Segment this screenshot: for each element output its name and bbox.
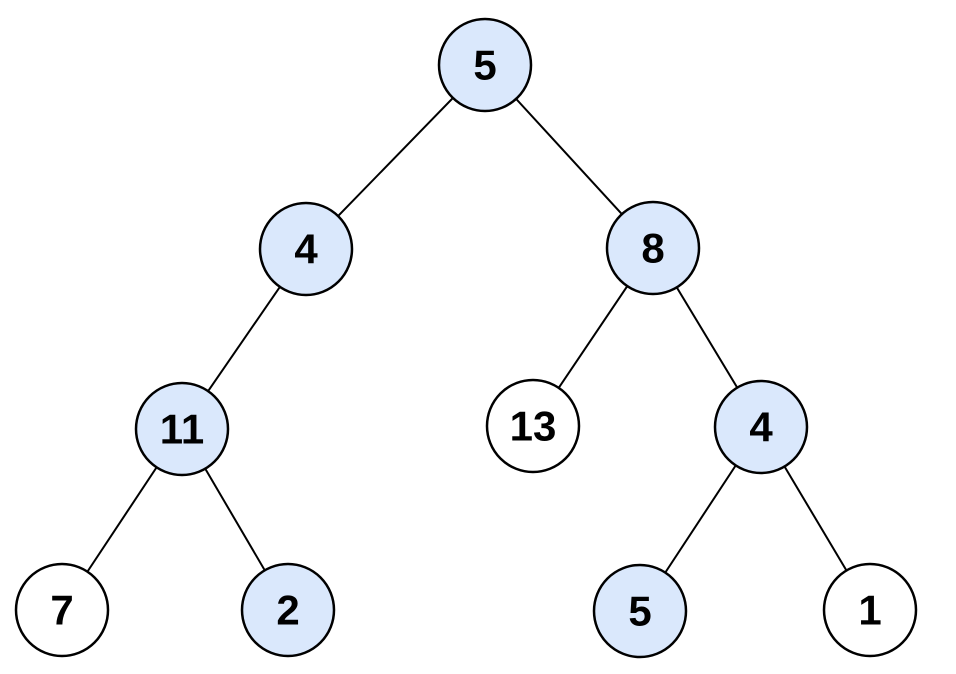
tree-node-label-llr: 2 (276, 587, 299, 634)
tree-node-label-r: 8 (641, 225, 664, 272)
tree-node-rr: 4 (713, 379, 809, 475)
tree-node-circle-l-highlighted (258, 201, 354, 297)
tree-node-circle-llr-highlighted (240, 562, 336, 658)
tree-node-circle-root-highlighted (437, 17, 533, 113)
tree-node-r: 8 (605, 200, 701, 296)
tree-node-label-rrl: 5 (628, 588, 651, 635)
tree-node-label-root: 5 (473, 42, 496, 89)
tree-node-circle-r-highlighted (605, 200, 701, 296)
tree-node-circle-ll-highlighted (134, 381, 230, 477)
tree-node-llr: 2 (240, 562, 336, 658)
tree-node-label-rr: 4 (749, 404, 773, 451)
tree-node-ll: 11 (134, 381, 230, 477)
tree-node-label-lll: 7 (50, 587, 73, 634)
tree-node-label-rrr: 1 (858, 587, 881, 634)
tree-node-lll: 7 (14, 562, 110, 658)
tree-node-circle-rrl-highlighted (592, 563, 688, 659)
tree-node-label-rl: 13 (510, 403, 557, 450)
tree-node-circle-rl-plain (485, 378, 581, 474)
tree-node-circle-rr-highlighted (713, 379, 809, 475)
tree-node-circle-rrr-plain (822, 562, 918, 658)
tree-node-label-ll: 11 (160, 406, 204, 453)
tree-node-rrr: 1 (822, 562, 918, 658)
tree-node-label-l: 4 (294, 226, 318, 273)
tree-node-rl: 13 (485, 378, 581, 474)
tree-node-l: 4 (258, 201, 354, 297)
tree-node-circle-lll-plain (14, 562, 110, 658)
tree-node-root: 5 (437, 17, 533, 113)
tree-node-rrl: 5 (592, 563, 688, 659)
